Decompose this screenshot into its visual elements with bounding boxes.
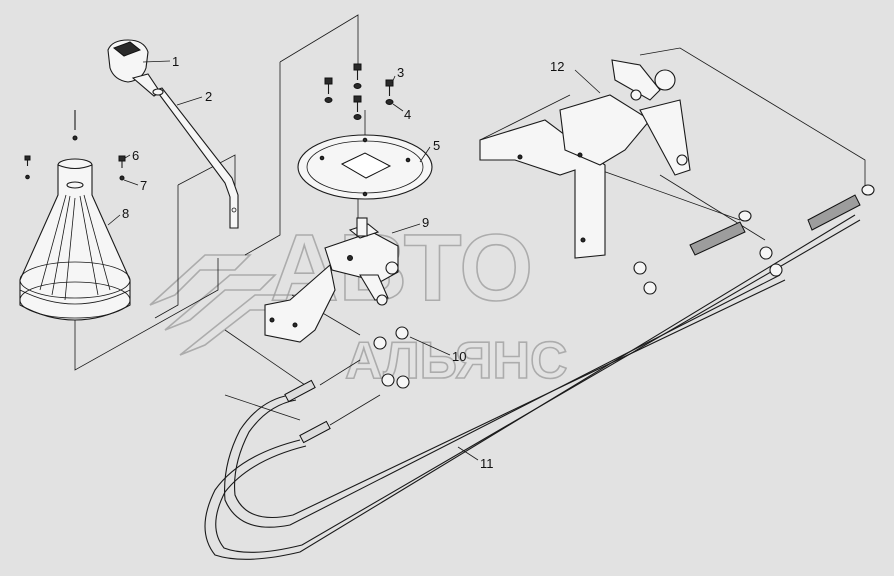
callout-12: 12 bbox=[550, 59, 564, 74]
shift-mechanism bbox=[264, 217, 399, 343]
bolts-and-washers bbox=[324, 63, 394, 120]
mounting-plate bbox=[297, 134, 433, 200]
callout-2: 2 bbox=[205, 89, 212, 104]
shift-cable-lower bbox=[204, 184, 875, 560]
gear-knob bbox=[107, 39, 161, 97]
bolt-icon bbox=[385, 79, 394, 105]
lever-boot bbox=[19, 158, 131, 321]
callout-7: 7 bbox=[140, 178, 147, 193]
callout-9: 9 bbox=[422, 215, 429, 230]
bolt-icon bbox=[324, 77, 333, 103]
callout-1: 1 bbox=[172, 54, 179, 69]
bolt-icon bbox=[353, 63, 362, 89]
callout-5: 5 bbox=[433, 138, 440, 153]
callout-labels: 1 2 3 4 5 6 7 8 9 10 11 12 bbox=[122, 54, 564, 471]
callout-3: 3 bbox=[397, 65, 404, 80]
screw-and-washer bbox=[24, 110, 126, 181]
callout-leaders bbox=[107, 60, 601, 461]
callout-4: 4 bbox=[404, 107, 411, 122]
shift-lever bbox=[152, 87, 239, 229]
callout-8: 8 bbox=[122, 206, 129, 221]
callout-10: 10 bbox=[452, 349, 466, 364]
shift-cable-upper bbox=[224, 274, 786, 528]
callout-11: 11 bbox=[480, 456, 494, 471]
assembly-guide-lines bbox=[74, 14, 866, 421]
cable-bracket bbox=[479, 59, 691, 259]
callout-6: 6 bbox=[132, 148, 139, 163]
bolt-icon bbox=[353, 95, 362, 120]
